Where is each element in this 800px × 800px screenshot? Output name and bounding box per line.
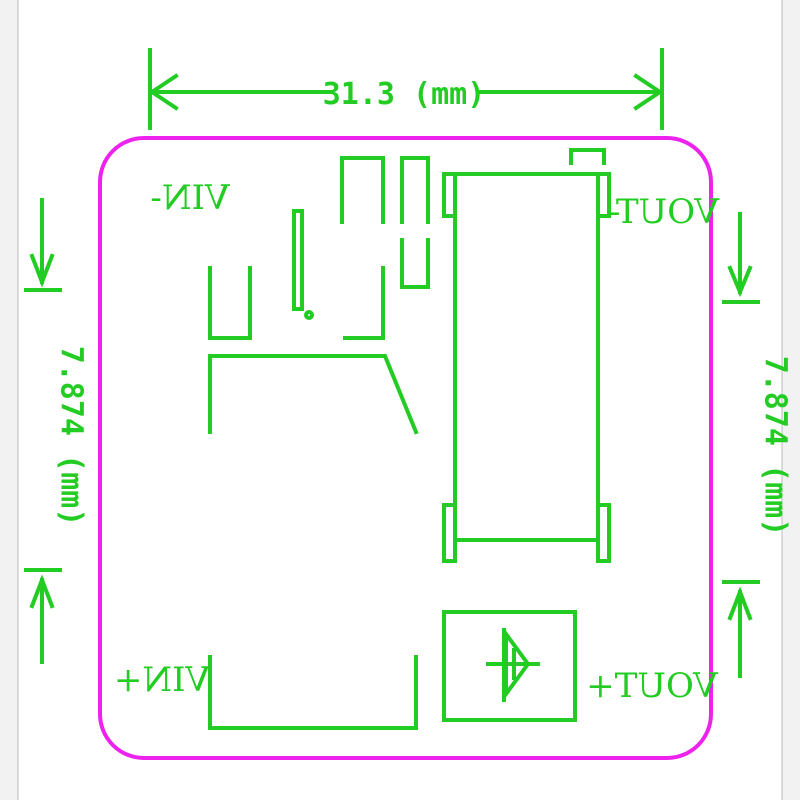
pin-label-vout-minus: VOUT- [609, 192, 720, 232]
diode-footprint [442, 610, 577, 722]
board-outline [98, 136, 713, 760]
inductor-footprint-top [340, 156, 385, 224]
bottom-connector-footprint [208, 655, 418, 730]
right-dim-lower-arrow [727, 586, 753, 621]
narrow-component-top [400, 156, 430, 224]
left-height-dimension: 7.874 (mm) [24, 198, 89, 664]
diode-body-outline [442, 610, 577, 722]
slim-resistor-footprint [292, 209, 304, 311]
module-pad-bottom-left [442, 503, 457, 563]
width-label: 31.3 (mm) [323, 77, 486, 112]
large-module-footprint [442, 148, 611, 563]
width-arrow-left [148, 73, 179, 111]
pin-label-vout-plus: VOUT+ [586, 666, 719, 706]
right-height-label: 7.874 (mm) [758, 356, 793, 537]
module-pad-top-left [442, 172, 457, 218]
pin1-dot [304, 310, 314, 320]
pin-label-vin-minus: VIN- [150, 178, 230, 218]
width-dimension: 31.3 (mm) [148, 48, 664, 130]
module-top-tab [569, 148, 606, 165]
left-dim-lower-arrow [29, 574, 55, 609]
switch-contact-outline [208, 354, 419, 435]
narrow-component-bottom [400, 238, 430, 289]
small-component-footprint [208, 266, 252, 340]
inductor-footprint-bottom [343, 266, 385, 340]
module-pad-top-right [596, 172, 611, 218]
right-dim-upper-arrow [727, 265, 753, 298]
left-dim-upper-arrow [29, 253, 55, 288]
left-height-label: 7.874 (mm) [54, 346, 89, 527]
right-height-dimension: 7.874 (mm) [722, 212, 793, 678]
pin-label-vin-plus: VIN+ [114, 660, 211, 700]
drawing-sheet [18, 0, 782, 800]
diode-triangle [504, 627, 531, 701]
width-arrow-right [633, 73, 664, 111]
module-pad-bottom-right [596, 503, 611, 563]
